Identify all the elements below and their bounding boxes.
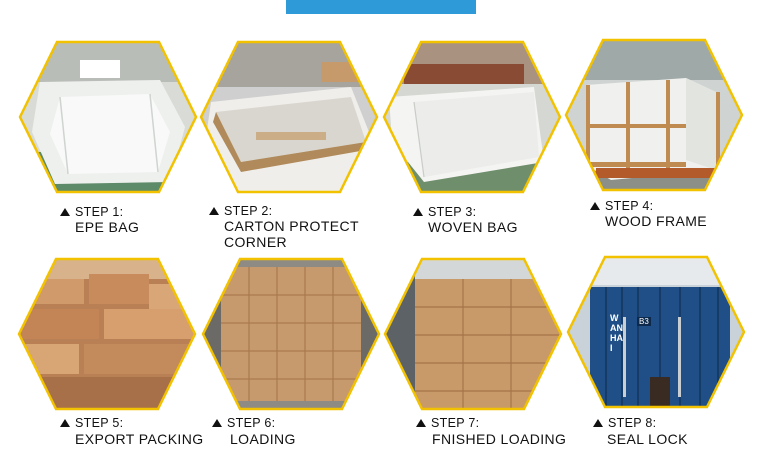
step-5-title: EXPORT PACKING xyxy=(75,431,204,447)
step-1-number: STEP 1: xyxy=(60,204,123,220)
step-3-number: STEP 3: xyxy=(413,204,476,220)
step-4-number: STEP 4: xyxy=(590,198,653,214)
step-6-title: LOADING xyxy=(230,431,296,447)
step-5-photo xyxy=(19,259,195,409)
triangle-icon xyxy=(416,419,426,427)
container-code: B3 xyxy=(637,317,651,326)
top-banner xyxy=(286,0,476,14)
step-7-title: FNISHED LOADING xyxy=(432,431,567,447)
step-3-title: WOVEN BAG xyxy=(428,219,518,235)
triangle-icon xyxy=(593,419,603,427)
step-6-photo xyxy=(203,259,379,409)
step-7-photo xyxy=(385,259,561,409)
step-2-title: CARTON PROTECT xyxy=(224,218,359,234)
step-2-photo xyxy=(201,42,377,192)
step-2-number: STEP 2: xyxy=(209,203,272,219)
container-brand: WAN HAI xyxy=(610,313,623,353)
step-1-photo xyxy=(20,42,196,192)
step-8-photo: WAN HAI B3 xyxy=(568,257,744,407)
step-6-number: STEP 6: xyxy=(212,415,275,431)
step-3-photo xyxy=(384,42,560,192)
step-5-number: STEP 5: xyxy=(60,415,123,431)
triangle-icon xyxy=(413,208,423,216)
step-7-number: STEP 7: xyxy=(416,415,479,431)
triangle-icon xyxy=(212,419,222,427)
step-4-title: WOOD FRAME xyxy=(605,213,707,229)
step-8-title: SEAL LOCK xyxy=(607,431,688,447)
triangle-icon xyxy=(590,202,600,210)
step-8-number: STEP 8: xyxy=(593,415,656,431)
step-1-title: EPE BAG xyxy=(75,219,140,235)
triangle-icon xyxy=(60,419,70,427)
triangle-icon xyxy=(209,207,219,215)
step-4-photo xyxy=(566,40,742,190)
triangle-icon xyxy=(60,208,70,216)
step-2-title-line2: CORNER xyxy=(224,234,288,250)
